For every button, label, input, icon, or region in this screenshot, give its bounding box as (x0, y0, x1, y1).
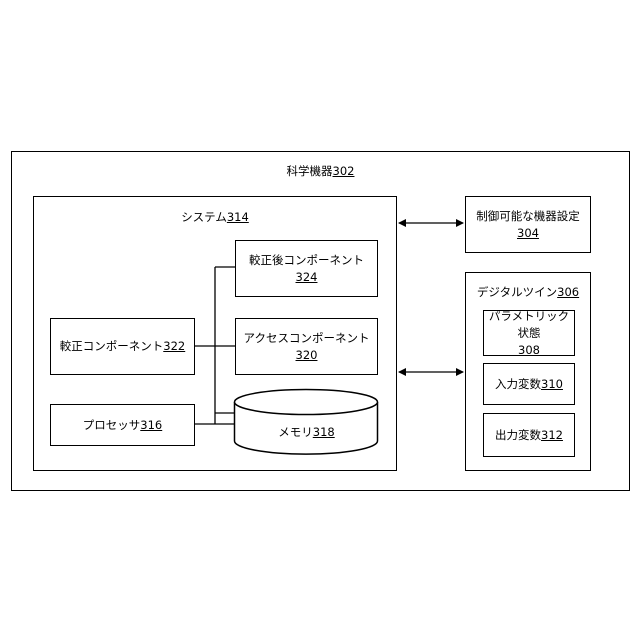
parametric-state-title: パラメトリック状態 (484, 308, 574, 342)
memory-ref: 318 (313, 425, 335, 439)
instrument-settings-box: 制御可能な機器設定 304 (465, 196, 591, 253)
output-variables-ref: 312 (541, 428, 563, 442)
processor-ref: 316 (140, 418, 162, 432)
input-variables-box: 入力変数310 (483, 363, 575, 405)
output-variables-box: 出力変数312 (483, 413, 575, 457)
digital-twin-ref: 306 (557, 285, 579, 299)
output-variables-title: 出力変数 (495, 428, 541, 442)
digital-twin-title: デジタルツイン (477, 285, 557, 299)
instrument-settings-title: 制御可能な機器設定 (476, 208, 580, 225)
access-component-box: アクセスコンポーネント 320 (235, 318, 378, 375)
parametric-state-box: パラメトリック状態 308 (483, 310, 575, 356)
calibration-component-box: 較正コンポーネント322 (50, 318, 195, 375)
instrument-settings-ref: 304 (517, 225, 539, 242)
post-calibration-title: 較正後コンポーネント (249, 252, 364, 269)
digital-twin-label: デジタルツイン306 (465, 284, 591, 301)
processor-box: プロセッサ316 (50, 404, 195, 446)
post-calibration-component-box: 較正後コンポーネント 324 (235, 240, 378, 297)
memory-cylinder (233, 388, 381, 456)
input-variables-ref: 310 (541, 377, 563, 391)
post-calibration-ref: 324 (296, 269, 318, 286)
processor-title: プロセッサ (83, 418, 141, 432)
parametric-state-ref: 308 (518, 342, 540, 359)
access-ref: 320 (296, 347, 318, 364)
access-title: アクセスコンポーネント (244, 330, 370, 347)
calibration-ref: 322 (163, 339, 185, 353)
memory-label: メモリ318 (235, 424, 378, 441)
calibration-title: 較正コンポーネント (60, 339, 164, 353)
memory-title: メモリ (278, 425, 313, 439)
input-variables-title: 入力変数 (495, 377, 541, 391)
